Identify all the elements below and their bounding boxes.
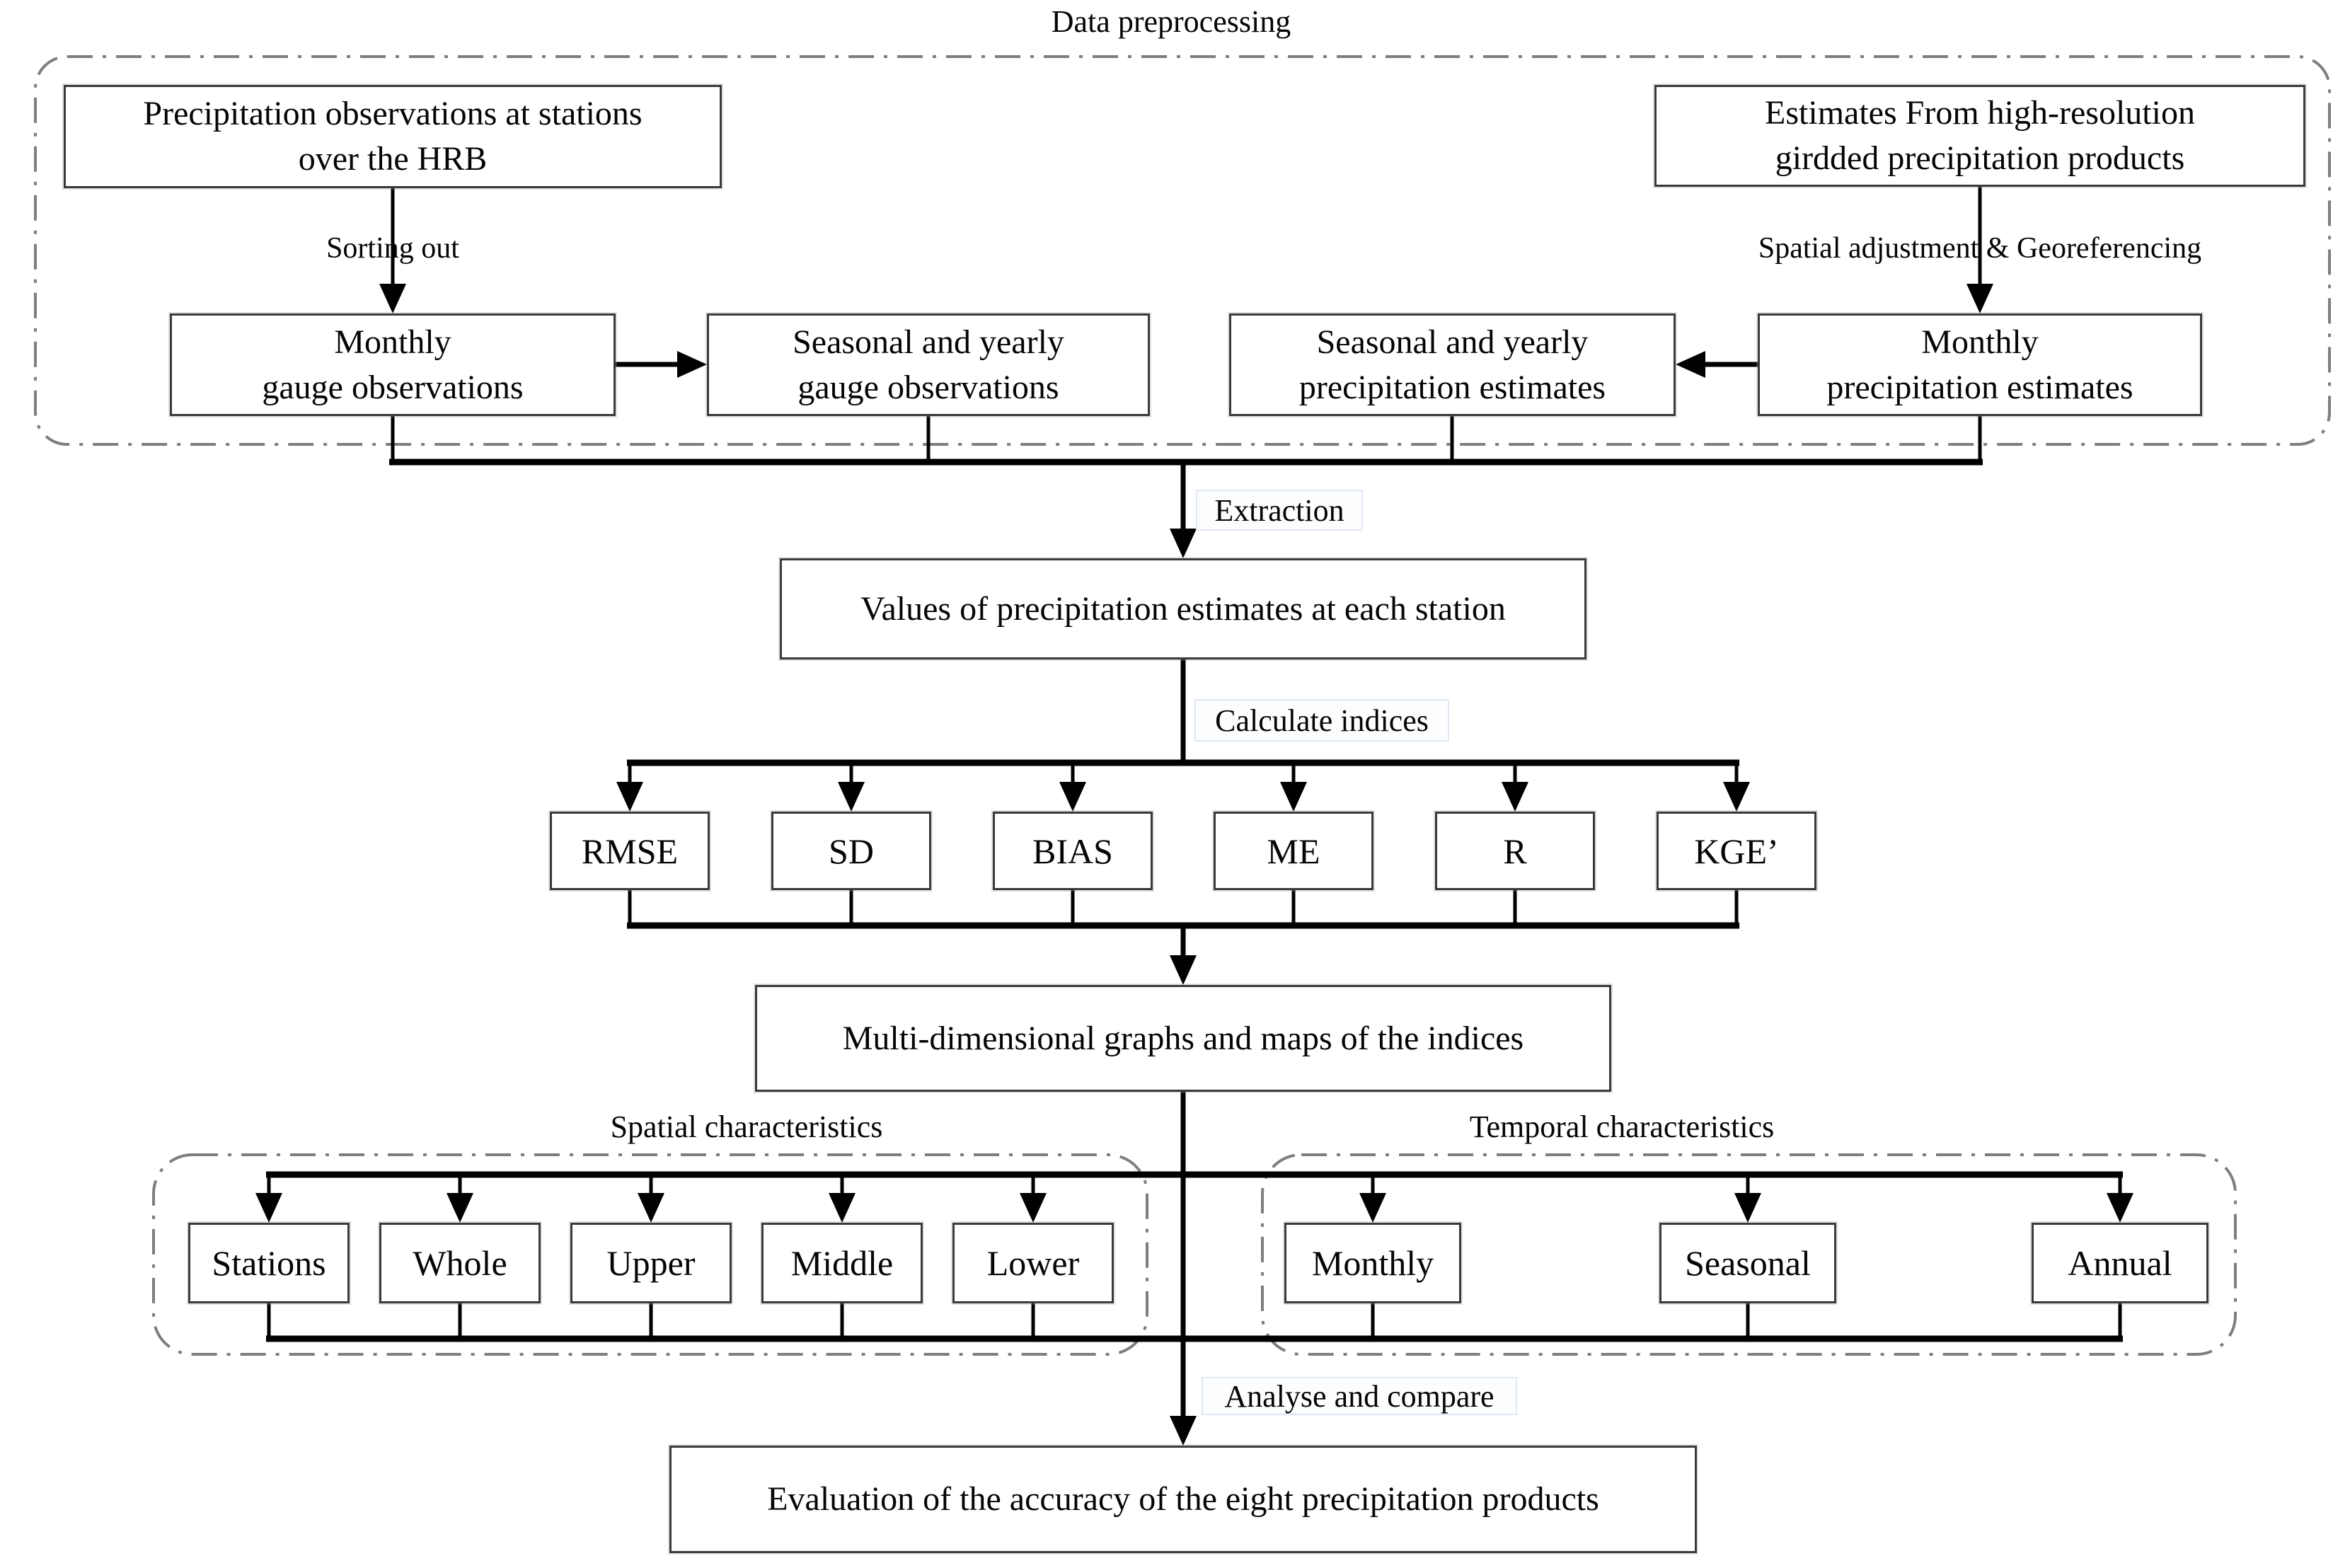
node-label-line: Stations xyxy=(212,1243,326,1283)
edge-label-sorting-out: Sorting out xyxy=(326,232,459,265)
node-multidimensional-graphs: Multi-dimensional graphs and maps of the… xyxy=(755,985,1611,1092)
connector-lines xyxy=(266,187,2123,1419)
node-label-line: girdded precipitation products xyxy=(1775,139,2185,177)
node-label-line: Monthly xyxy=(1921,323,2039,361)
temporal-group-border xyxy=(1261,1153,2237,1356)
node-label-line: Upper xyxy=(606,1243,696,1283)
node-monthly-precipitation-estimates: Monthly precipitation estimates xyxy=(1758,313,2202,416)
node-temporal-monthly: Monthly xyxy=(1284,1223,1461,1303)
node-label-line: Seasonal xyxy=(1685,1243,1811,1283)
arrowheads xyxy=(255,284,2133,1446)
node-index-bias: BIAS xyxy=(993,812,1153,890)
node-index-r: R xyxy=(1435,812,1595,890)
node-label-line: gauge observations xyxy=(797,368,1059,406)
node-label-line: RMSE xyxy=(581,831,679,871)
spatial-group-title: Spatial characteristics xyxy=(610,1109,883,1144)
node-index-me: ME xyxy=(1214,812,1373,890)
node-label-line: Precipitation observations at stations xyxy=(143,95,643,132)
edge-label-extraction: Extraction xyxy=(1196,490,1363,531)
node-label-line: Monthly xyxy=(1311,1243,1434,1283)
preprocessing-group-title: Data preprocessing xyxy=(1051,4,1291,39)
node-seasonal-precipitation-estimates: Seasonal and yearly precipitation estima… xyxy=(1229,313,1676,416)
node-label-line: precipitation estimates xyxy=(1826,368,2133,406)
node-precipitation-observations: Precipitation observations at stations o… xyxy=(64,85,722,188)
node-spatial-middle: Middle xyxy=(761,1223,923,1303)
spatial-group-border xyxy=(152,1153,1148,1356)
node-temporal-annual: Annual xyxy=(2032,1223,2208,1303)
edge-label-calculate-indices: Calculate indices xyxy=(1194,699,1449,742)
node-label-line: BIAS xyxy=(1032,831,1113,871)
node-label-line: Estimates From high-resolution xyxy=(1765,94,2195,132)
node-label-line: over the HRB xyxy=(298,140,488,178)
temporal-group-title: Temporal characteristics xyxy=(1469,1109,1775,1144)
node-label-line: ME xyxy=(1267,831,1320,871)
edge-label-extraction-text: Extraction xyxy=(1214,492,1344,528)
node-index-rmse: RMSE xyxy=(550,812,710,890)
node-gridded-estimates: Estimates From high-resolution girdded p… xyxy=(1654,85,2305,187)
node-seasonal-gauge-observations: Seasonal and yearly gauge observations xyxy=(707,313,1150,416)
node-label-line: Seasonal and yearly xyxy=(1316,323,1589,361)
node-label-line: Multi-dimensional graphs and maps of the… xyxy=(842,1019,1524,1057)
node-label-line: Seasonal and yearly xyxy=(793,323,1064,361)
node-spatial-lower: Lower xyxy=(952,1223,1114,1303)
node-spatial-stations: Stations xyxy=(188,1223,350,1303)
node-monthly-gauge-observations: Monthly gauge observations xyxy=(170,313,616,416)
node-label-line: Monthly xyxy=(334,323,451,361)
node-spatial-upper: Upper xyxy=(570,1223,732,1303)
node-label-line: KGE’ xyxy=(1694,831,1779,871)
node-label-line: Evaluation of the accuracy of the eight … xyxy=(767,1480,1599,1518)
node-label-line: Whole xyxy=(413,1243,507,1283)
edge-label-analyse-compare: Analyse and compare xyxy=(1202,1377,1517,1415)
node-label-line: SD xyxy=(829,831,874,871)
node-evaluation-result: Evaluation of the accuracy of the eight … xyxy=(669,1446,1697,1553)
edge-label-analyse-compare-text: Analyse and compare xyxy=(1224,1378,1494,1414)
node-values-at-stations: Values of precipitation estimates at eac… xyxy=(780,558,1586,659)
edge-label-spatial-adjustment: Spatial adjustment & Georeferencing xyxy=(1758,232,2202,265)
node-label-line: Annual xyxy=(2068,1243,2172,1283)
node-temporal-seasonal: Seasonal xyxy=(1659,1223,1836,1303)
node-label-line: precipitation estimates xyxy=(1298,368,1606,406)
preprocessing-group-border xyxy=(34,55,2331,446)
node-index-sd: SD xyxy=(771,812,931,890)
node-spatial-whole: Whole xyxy=(379,1223,541,1303)
node-label-line: R xyxy=(1503,831,1527,871)
node-label-line: Middle xyxy=(790,1243,894,1283)
edge-label-calculate-indices-text: Calculate indices xyxy=(1215,703,1429,738)
node-index-kge: KGE’ xyxy=(1657,812,1816,890)
node-label-line: Values of precipitation estimates at eac… xyxy=(860,589,1506,628)
node-label-line: Lower xyxy=(986,1243,1080,1283)
node-label-line: gauge observations xyxy=(262,368,524,406)
